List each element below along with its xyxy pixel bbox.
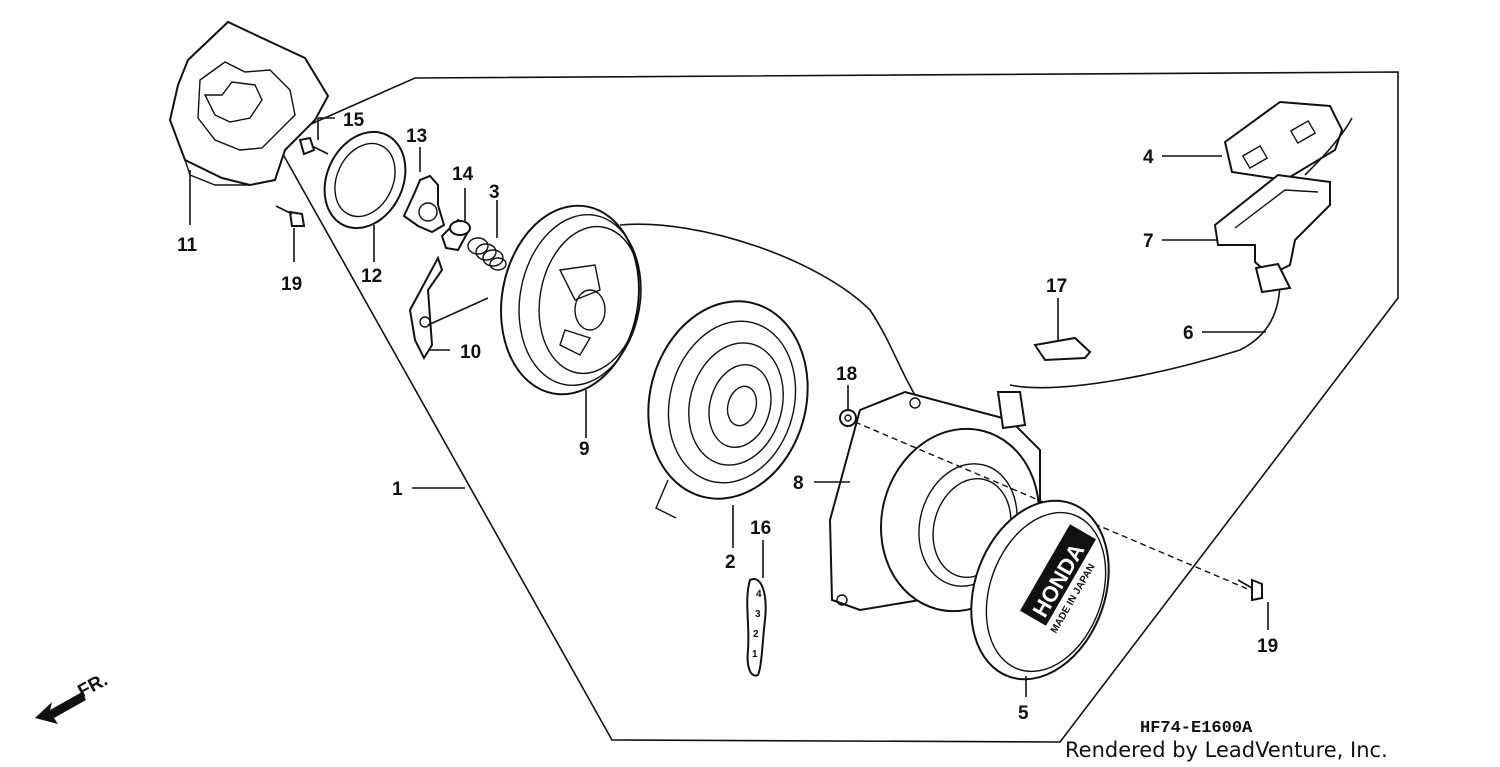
label-part-1: 1 <box>392 479 403 500</box>
part-15-bolt <box>298 136 329 156</box>
starter-rope <box>619 223 916 396</box>
part-5-cover <box>970 499 1110 681</box>
rope-end <box>1304 117 1353 176</box>
label-part-8: 8 <box>793 473 804 494</box>
part-11-starter-cup <box>168 20 330 187</box>
decal-mark-1: 1 <box>752 649 758 660</box>
label-part-10: 10 <box>460 342 481 363</box>
diagram-code: HF74-E1600A <box>1140 719 1253 738</box>
label-part-6: 6 <box>1183 323 1194 344</box>
render-credit: Rendered by LeadVenture, Inc. <box>1065 738 1388 762</box>
label-part-16: 16 <box>750 518 771 539</box>
part-19-bolt-left <box>275 205 306 227</box>
part-3-spring <box>467 237 507 271</box>
assembly-outline <box>274 71 1399 743</box>
starter-rope-to-grip <box>1009 279 1281 389</box>
label-part-5: 5 <box>1018 703 1029 724</box>
decal-mark-2: 2 <box>753 629 759 640</box>
part-18-nut <box>839 409 857 427</box>
part-13-ratchet-guide <box>402 174 446 234</box>
part-14-collar <box>440 218 472 252</box>
front-direction-arrow-icon <box>35 692 86 724</box>
label-part-15: 15 <box>343 110 365 131</box>
label-part-19-left: 19 <box>281 274 302 295</box>
label-part-12: 12 <box>361 266 382 287</box>
decal-mark-4: 4 <box>756 589 762 600</box>
part-10-ratchet <box>408 255 444 361</box>
label-part-7: 7 <box>1143 231 1154 252</box>
label-part-14: 14 <box>452 164 474 185</box>
label-part-3: 3 <box>489 182 500 203</box>
label-part-11: 11 <box>177 235 198 256</box>
part-16-decal <box>746 578 767 677</box>
part-12-friction-plate <box>323 130 407 230</box>
label-part-13: 13 <box>406 126 427 147</box>
leader-lines <box>189 117 1269 697</box>
decal-mark-3: 3 <box>755 609 761 620</box>
label-part-9: 9 <box>579 439 590 460</box>
part-4-grip-insert <box>1223 100 1344 182</box>
label-part-4: 4 <box>1143 147 1154 168</box>
part-19-bolt-right <box>1237 578 1263 602</box>
label-part-2: 2 <box>725 552 736 573</box>
label-part-19-right: 19 <box>1257 636 1278 657</box>
part-7-starter-grip <box>1213 173 1331 294</box>
part-17-label <box>1033 336 1092 362</box>
part-2-recoil-spring <box>647 300 809 519</box>
label-part-18: 18 <box>836 364 857 385</box>
part-9-reel <box>500 204 642 396</box>
label-part-17: 17 <box>1046 276 1067 297</box>
